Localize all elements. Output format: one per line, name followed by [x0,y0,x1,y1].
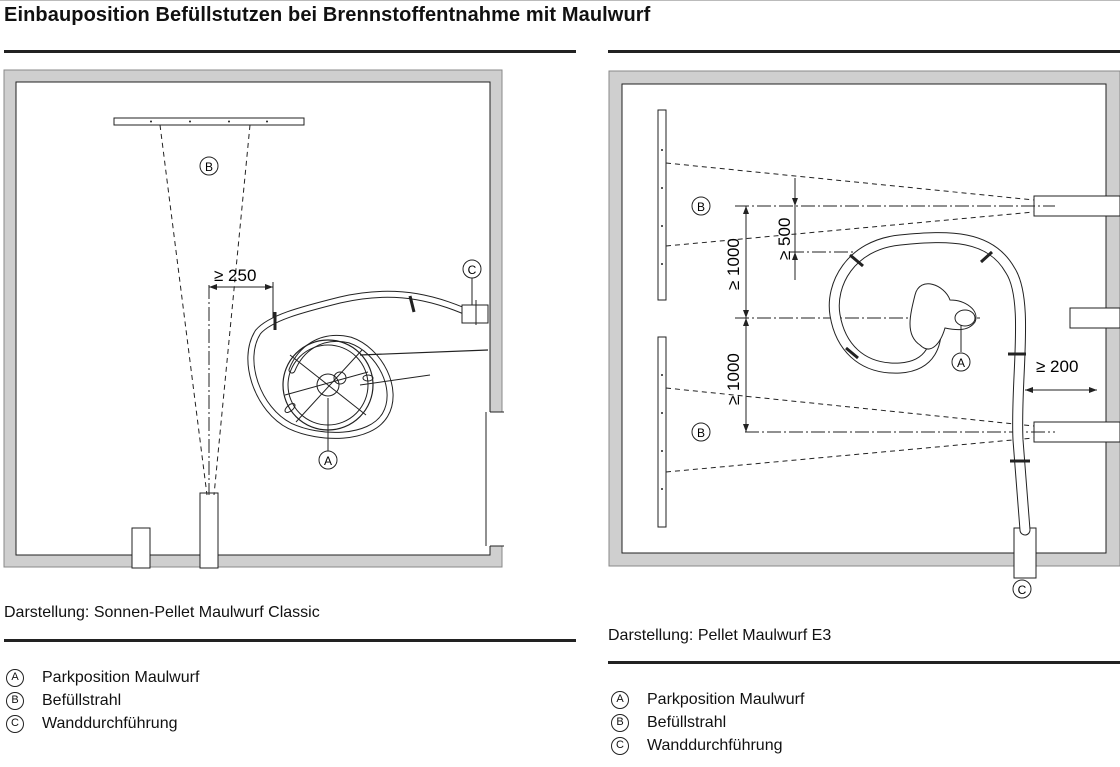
legend-item: C Wanddurchführung [611,734,804,757]
legend-label: Befüllstrahl [42,692,122,709]
legend-label: Befüllstrahl [647,714,727,731]
page-title: Einbauposition Befüllstutzen bei Brennst… [4,4,651,26]
legend-label: Wanddurchführung [42,715,178,732]
right-marker-b-bottom: B [691,422,711,442]
left-diagram: ≥ 250 B C [3,69,504,569]
svg-text:C: C [1018,583,1027,597]
left-caption-rule [4,639,576,642]
right-dim-200: ≥ 200 [1036,357,1078,376]
legend-label: Wanddurchführung [647,737,783,754]
legend-item: C Wanddurchführung [6,712,199,735]
left-door-opening [486,412,504,546]
right-diagram: ≥ 1000 ≥ 1000 ≥ 500 ≥ 200 B [608,70,1120,599]
legend-item: A Parkposition Maulwurf [6,666,199,689]
right-dim-500: ≥ 500 [775,218,794,260]
legend-item: A Parkposition Maulwurf [611,688,804,711]
right-mole [909,283,977,350]
legend-key: B [611,713,629,732]
right-caption-rule [608,661,1120,664]
legend-item: B Befüllstrahl [611,711,804,734]
right-marker-c: C [1012,579,1032,599]
left-marker-b: B [199,156,219,176]
legend-key: A [6,668,24,687]
left-room-walls [4,70,502,567]
legend-item: B Befüllstrahl [6,689,199,712]
svg-text:A: A [324,454,332,468]
top-border [0,0,1120,1]
left-wall-penetration [461,304,489,324]
right-room-walls [609,71,1120,566]
left-jet-line-1 [159,124,208,496]
left-wall-plate [113,117,305,126]
right-wall-plate-bottom [657,336,667,528]
legend-label: Parkposition Maulwurf [42,669,200,686]
right-dim-1000-top: ≥ 1000 [724,238,743,290]
legend-key: B [6,691,24,710]
svg-text:C: C [468,263,477,277]
left-marker-c: C [462,259,482,305]
left-header-rule [4,50,576,53]
left-filling-pipe [199,492,219,569]
right-caption: Darstellung: Pellet Maulwurf E3 [608,627,832,644]
right-wall-plate-top [657,109,667,301]
right-dim-1000-bottom: ≥ 1000 [724,353,743,405]
legend-key: C [611,736,629,755]
left-caption: Darstellung: Sonnen-Pellet Maulwurf Clas… [4,604,320,621]
svg-text:B: B [697,426,705,440]
left-legend: A Parkposition Maulwurf B Befüllstrahl C Wa… [6,666,199,735]
left-bottom-pipe-1 [131,527,151,569]
svg-text:B: B [697,200,705,214]
legend-key: A [611,690,629,709]
svg-text:B: B [205,160,213,174]
legend-key: C [6,714,24,733]
right-hose-outer [828,232,1031,536]
right-return-pipe [1069,307,1120,329]
svg-text:A: A [957,356,965,370]
right-header-rule [608,50,1120,53]
left-dim-250-label: ≥ 250 [214,266,256,285]
right-marker-a: A [951,325,971,372]
left-marker-a: A [318,398,338,470]
right-legend: A Parkposition Maulwurf B Befüllstrahl C Wa… [611,688,804,757]
right-marker-b-top: B [691,196,711,216]
right-filling-pipe-bottom [1033,421,1120,443]
left-jet-line-2 [213,124,251,496]
legend-label: Parkposition Maulwurf [647,691,805,708]
